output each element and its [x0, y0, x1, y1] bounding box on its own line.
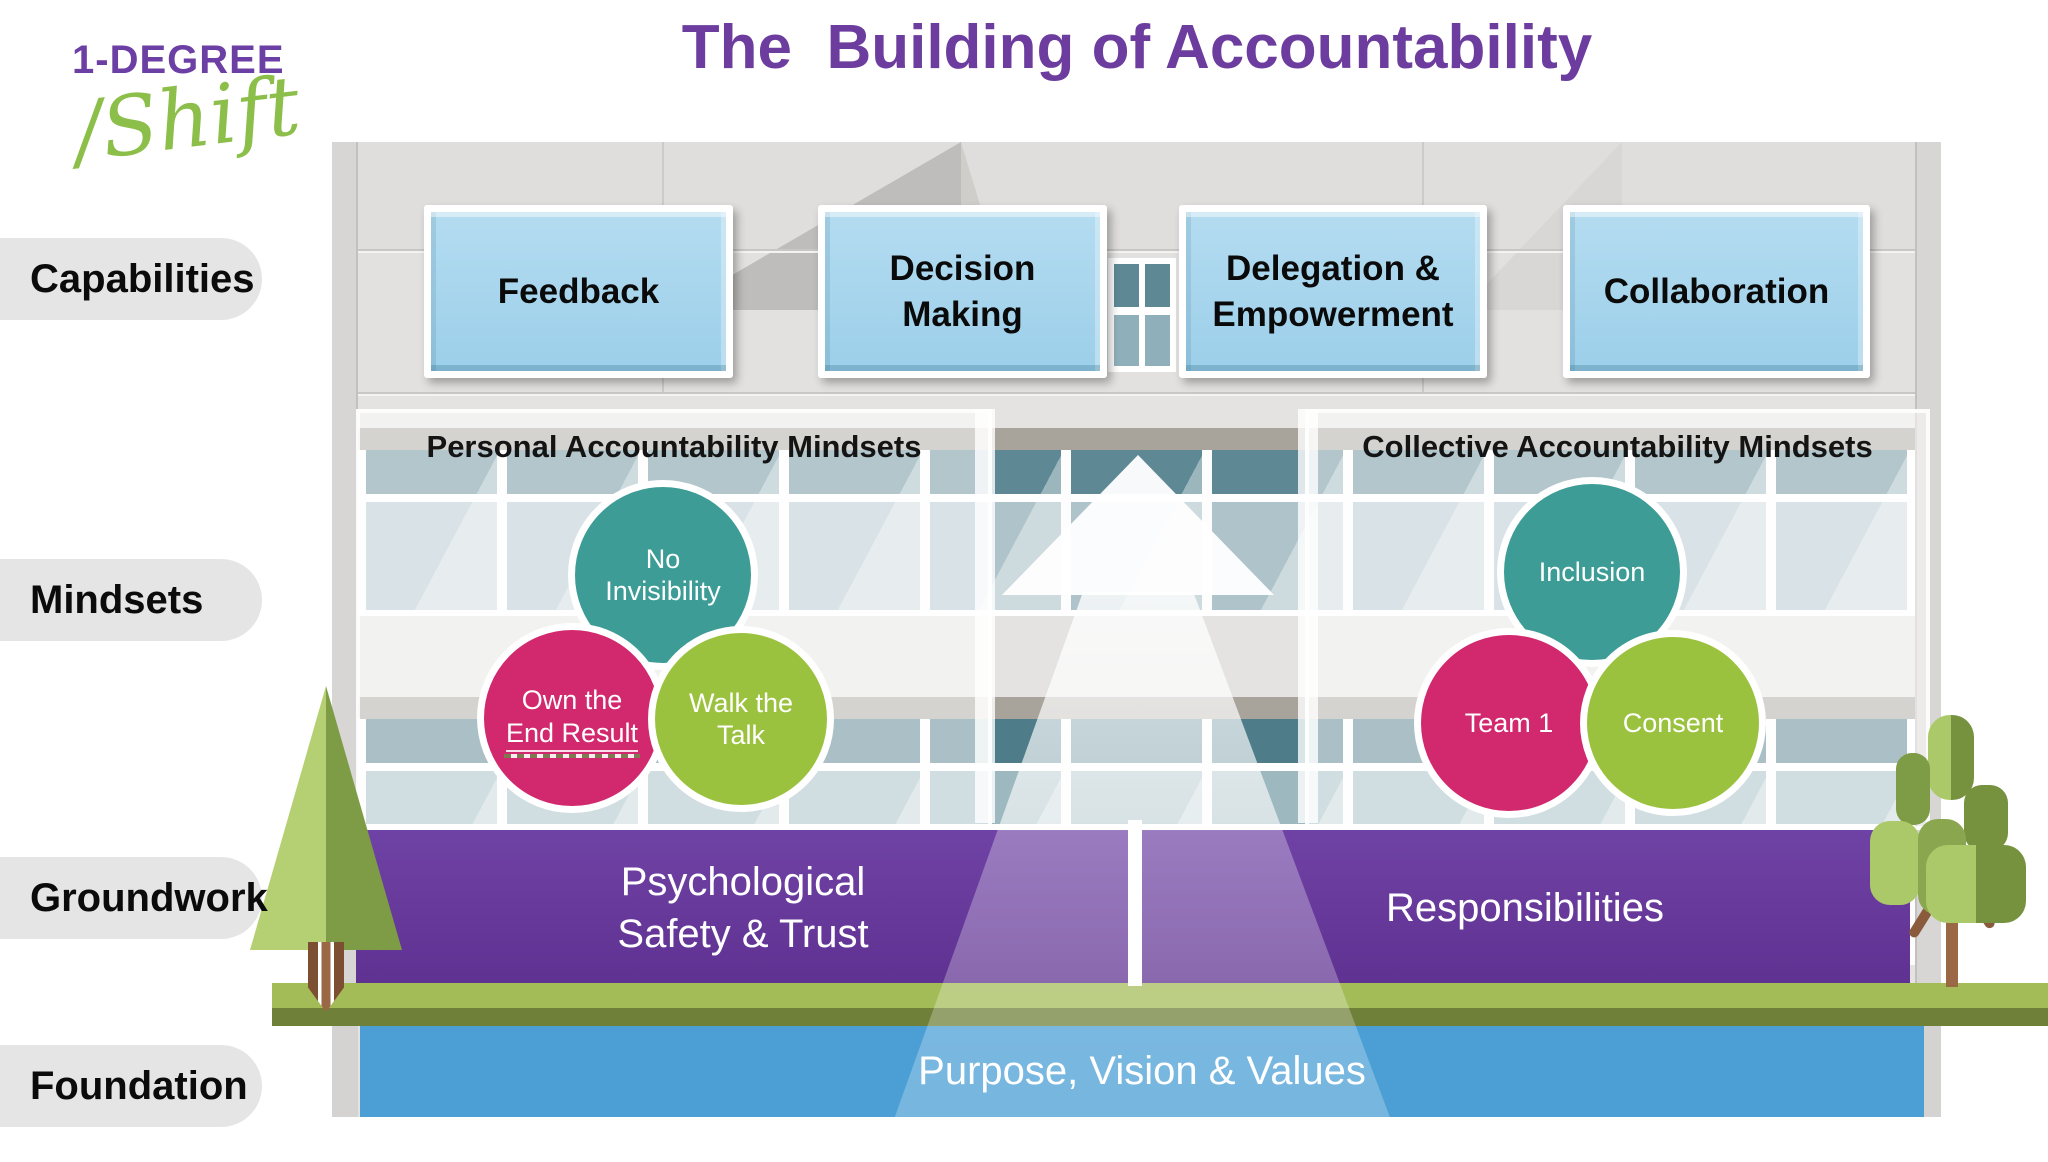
circle-label-line: End Result — [503, 717, 641, 759]
right-tree — [1860, 715, 2032, 990]
capability-box-delegation-empowerment: Delegation & Empowerment — [1179, 205, 1487, 378]
left-tree — [250, 686, 402, 1012]
mindset-circle-own-the-end-result: Own the End Result — [477, 623, 667, 813]
brand-logo: 1-DEGREE /Shift — [69, 38, 305, 180]
row-label-capabilities: Capabilities — [0, 238, 262, 320]
circle-label-line: No — [645, 543, 681, 574]
bar-label-line: Responsibilities — [1386, 885, 1664, 930]
mindset-circle-walk-the-talk: Walk the Talk — [648, 626, 834, 812]
capability-box-label: Delegation & Empowerment — [1212, 249, 1454, 334]
panel-heading: Collective Accountability Mindsets — [1362, 429, 1873, 464]
circle-label-line: Talk — [716, 720, 765, 750]
circle-label-line: Team 1 — [1464, 707, 1554, 738]
tree-trunk — [308, 942, 344, 1012]
capability-box-label: Feedback — [497, 271, 660, 311]
row-label-text: Foundation — [30, 1063, 248, 1108]
tree-foliage — [1928, 715, 1974, 800]
panel-heading: Personal Accountability Mindsets — [426, 429, 922, 464]
row-label-mindsets: Mindsets — [0, 559, 262, 641]
tree-foliage — [1870, 821, 1920, 905]
row-label-text: Groundwork — [30, 875, 268, 920]
circle-label-line: Walk the — [688, 687, 794, 718]
page-title: The Building of Accountability — [681, 13, 1593, 82]
bar-label-line: Psychological — [620, 859, 866, 904]
capability-box-feedback: Feedback — [424, 205, 733, 378]
entrance-window — [1108, 258, 1176, 372]
facade-groove — [332, 249, 1941, 251]
mindset-circle-consent: Consent — [1580, 630, 1766, 816]
tree-foliage — [1896, 753, 1930, 825]
capability-box-label: Collaboration — [1603, 271, 1830, 311]
capability-box-decision-making: Decision Making — [818, 205, 1107, 378]
building-left-wall-base — [332, 1026, 358, 1117]
row-label-text: Capabilities — [30, 256, 255, 301]
row-label-groundwork: Groundwork — [0, 857, 268, 939]
row-label-foundation: Foundation — [0, 1045, 262, 1127]
circle-label-line: Own the — [521, 685, 623, 716]
facade-groove — [332, 392, 1941, 394]
circle-label-line: Inclusion — [1538, 556, 1646, 587]
tree-foliage — [1964, 785, 2008, 851]
brand-logo-wordmark: 1-DEGREE — [72, 38, 285, 82]
tree-foliage — [1926, 845, 2026, 923]
circle-label-line: Consent — [1622, 707, 1724, 738]
capability-box-label: Decision Making — [889, 249, 1036, 334]
bar-label-line: Safety & Trust — [617, 911, 869, 956]
brand-logo-script: /Shift — [68, 58, 306, 181]
capability-box-collaboration: Collaboration — [1563, 205, 1870, 378]
circle-label-line: Invisibility — [605, 576, 721, 606]
mindset-circle-team-1: Team 1 — [1414, 628, 1604, 818]
row-label-text: Mindsets — [30, 577, 204, 622]
